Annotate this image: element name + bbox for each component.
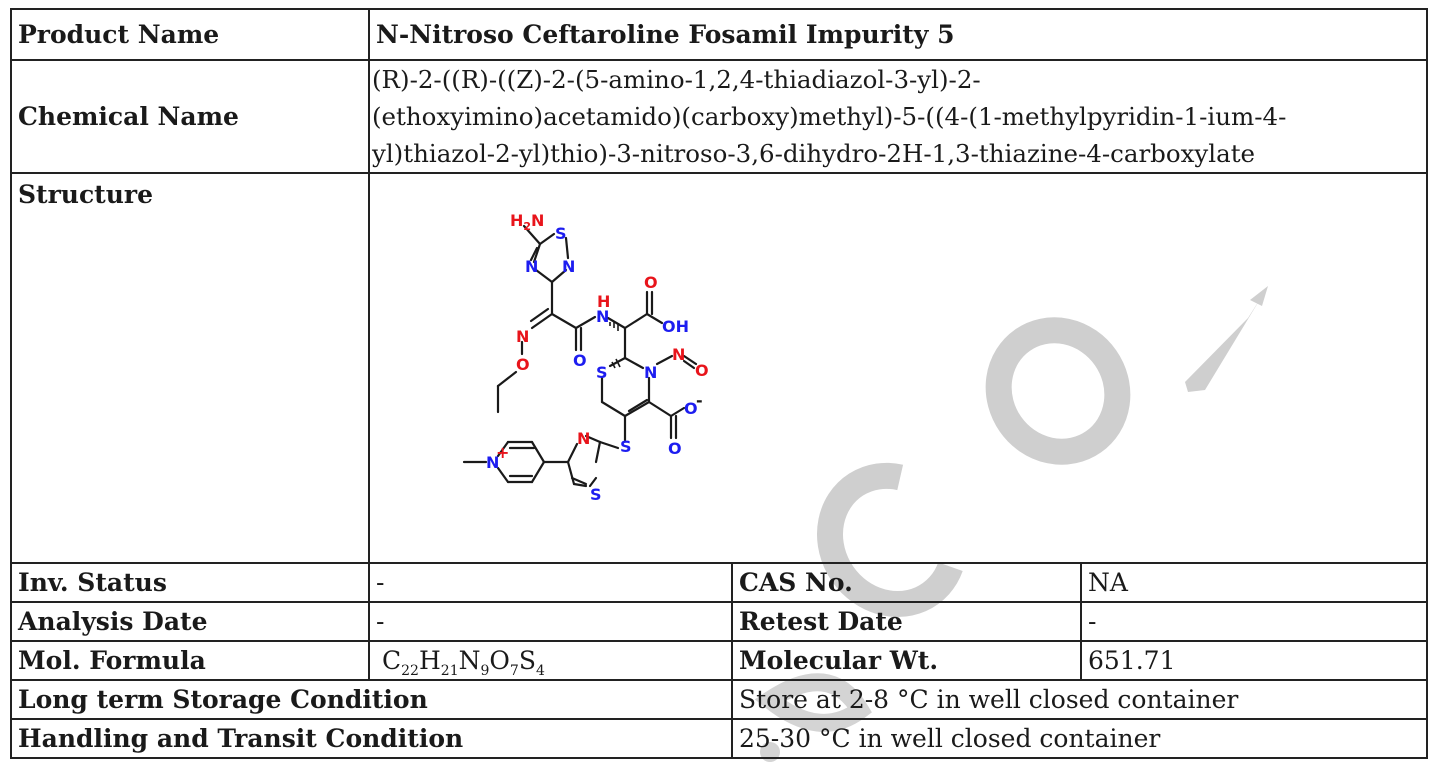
chemical-name-value: (R)-2-((R)-((Z)-2-(5-amino-1,2,4-thiadia… xyxy=(367,59,1429,174)
product-name-value: N-Nitroso Ceftaroline Fosamil Impurity 5 xyxy=(367,8,1429,61)
h2n-label: H2N xyxy=(510,211,544,233)
row-product-name: Product Name N-Nitroso Ceftaroline Fosam… xyxy=(10,8,1429,61)
chemical-name-line: yl)thiazol-2-yl)thio)-3-nitroso-3,6-dihy… xyxy=(372,139,1256,168)
atom-s: S xyxy=(590,485,602,504)
chemical-name-line: (ethoxyimino)acetamido)(carboxy)methyl)-… xyxy=(372,102,1287,131)
atom-n: N xyxy=(672,345,685,364)
cas-no-label: CAS No. xyxy=(731,562,1082,603)
row-analysis-date: Analysis Date - Retest Date - xyxy=(10,601,1429,642)
analysis-date-label: Analysis Date xyxy=(10,601,370,642)
atom-o: O xyxy=(573,351,587,370)
row-chemical-name: Chemical Name (R)-2-((R)-((Z)-2-(5-amino… xyxy=(10,59,1429,174)
row-mol-formula: Mol. Formula C22H21N9O7S4 Molecular Wt. … xyxy=(10,640,1429,681)
atom-n: N xyxy=(525,257,538,276)
atom-o: O xyxy=(644,273,658,292)
row-structure: Structure xyxy=(10,172,1429,564)
retest-date-label: Retest Date xyxy=(731,601,1082,642)
row-handling: Handling and Transit Condition 25-30 °C … xyxy=(10,718,1429,759)
atom-oh: OH xyxy=(662,317,689,336)
storage-value: Store at 2-8 °C in well closed container xyxy=(730,679,1429,720)
atom-o: O xyxy=(684,399,698,418)
molecular-wt-value: 651.71 xyxy=(1079,640,1429,681)
handling-label: Handling and Transit Condition xyxy=(10,718,733,759)
molecular-wt-label: Molecular Wt. xyxy=(731,640,1082,681)
chemical-name-line: (R)-2-((R)-((Z)-2-(5-amino-1,2,4-thiadia… xyxy=(372,65,981,94)
atom-nh: N xyxy=(596,307,609,326)
atom-s: S xyxy=(620,437,632,456)
atom-n: N xyxy=(644,363,657,382)
atom-n-plus: N xyxy=(486,453,499,472)
atom-n: N xyxy=(577,429,590,448)
chemical-name-label: Chemical Name xyxy=(10,59,370,174)
row-inv-status: Inv. Status - CAS No. NA xyxy=(10,562,1429,603)
row-storage: Long term Storage Condition Store at 2-8… xyxy=(10,679,1429,720)
atom-h: H xyxy=(597,292,610,311)
atom-s: S xyxy=(555,224,567,243)
inv-status-value: - xyxy=(368,562,733,603)
handling-value: 25-30 °C in well closed container xyxy=(730,718,1429,759)
mol-formula-label: Mol. Formula xyxy=(10,640,370,681)
retest-date-value: - xyxy=(1079,601,1429,642)
storage-label: Long term Storage Condition xyxy=(10,679,733,720)
atom-n: N xyxy=(516,327,529,346)
atom-o: O xyxy=(668,439,682,458)
inv-status-label: Inv. Status xyxy=(10,562,370,603)
cas-no-value: NA xyxy=(1079,562,1429,603)
structure-label: Structure xyxy=(10,172,370,564)
analysis-date-value: - xyxy=(368,601,733,642)
product-name-label: Product Name xyxy=(10,8,370,61)
atom-n: N xyxy=(562,257,575,276)
structure-cell: H2N S N N N O O N H O OH S N N O O - xyxy=(367,172,1429,564)
charge-minus: - xyxy=(696,391,703,410)
mol-formula-value: C22H21N9O7S4 xyxy=(368,640,733,681)
charge-plus: + xyxy=(496,443,509,462)
atom-o: O xyxy=(516,355,530,374)
chemical-structure-image: H2N S N N N O O N H O OH S N N O O - xyxy=(462,211,709,504)
coa-table: Product Name N-Nitroso Ceftaroline Fosam… xyxy=(10,8,1429,759)
atom-o: O xyxy=(695,361,709,380)
atom-s: S xyxy=(596,363,608,382)
